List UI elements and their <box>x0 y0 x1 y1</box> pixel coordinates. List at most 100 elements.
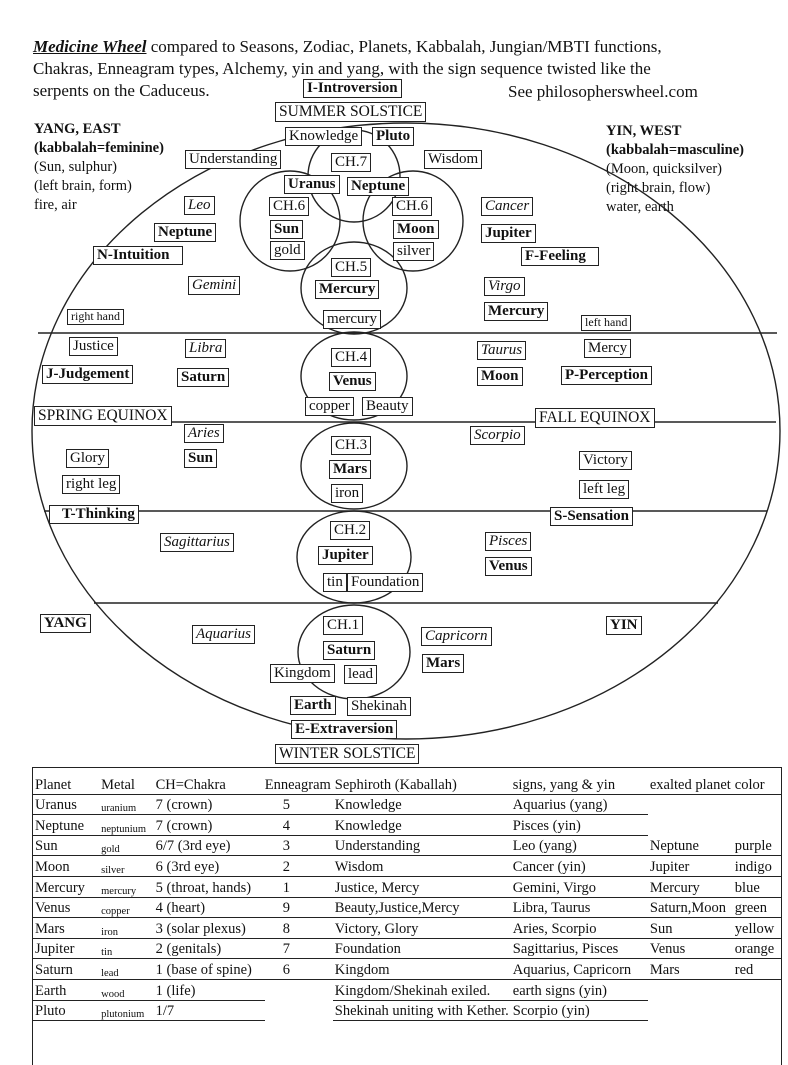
legend-cell-signs: earth signs (yin) <box>510 979 648 1001</box>
legend-cell-metal: gold <box>99 835 154 857</box>
legend-cell-planet: Jupiter <box>33 938 100 960</box>
header-color: color <box>732 774 781 795</box>
label-left-hand: left hand <box>581 315 632 331</box>
label-left-leg: left leg <box>579 480 630 500</box>
chakra-4-circle <box>300 331 408 421</box>
legend-cell-planet: Mercury <box>33 876 100 898</box>
legend-cell-chakra: 5 (throat, hands) <box>153 876 265 898</box>
label-kingdom: Kingdom <box>270 664 335 684</box>
label-sun-ch6: Sun <box>270 220 304 240</box>
label-e-extraversion: E-Extraversion <box>291 720 398 740</box>
label-ch3: CH.3 <box>331 436 372 456</box>
legend-cell-enneagram: 6 <box>264 958 333 980</box>
legend-cell-exalted <box>648 979 733 1000</box>
legend-cell-color: red <box>732 958 781 980</box>
label-moon-ch6: Moon <box>393 220 439 240</box>
legend-cell-signs: Scorpio (yin) <box>510 1000 648 1022</box>
label-gemini: Gemini <box>188 276 241 296</box>
legend-cell-enneagram <box>265 979 333 1000</box>
legend-cell-enneagram: 9 <box>264 897 333 919</box>
chakra-6-right-circle <box>362 170 464 272</box>
label-understanding: Understanding <box>185 150 282 170</box>
title-line-3: serpents on the Caduceus. <box>33 81 210 100</box>
label-earth: Earth <box>290 696 336 716</box>
label-mars-ch3: Mars <box>329 460 372 480</box>
label-t-thinking: T-Thinking <box>49 505 139 525</box>
label-p-perception: P-Perception <box>561 366 653 386</box>
legend-cell-planet: Sun <box>33 835 100 857</box>
header-signs: signs, yang & yin <box>510 774 648 795</box>
label-ch7: CH.7 <box>331 153 372 173</box>
label-aries: Aries <box>184 424 224 444</box>
label-mercury-virgo: Mercury <box>484 302 549 322</box>
yin-note-2: (right brain, flow) <box>606 180 711 196</box>
header-planet: Planet <box>33 774 100 795</box>
title-line-2: Chakras, Enneagram types, Alchemy, yin a… <box>33 59 651 78</box>
legend-cell-signs: Libra, Taurus <box>510 897 648 919</box>
legend-cell-exalted: Venus <box>647 938 733 960</box>
legend-cell-sephiroth: Foundation <box>332 938 511 960</box>
legend-cell-enneagram: 4 <box>264 814 333 836</box>
legend-cell-planet: Uranus <box>33 794 100 816</box>
label-yang: YANG <box>40 614 91 634</box>
label-iron: iron <box>331 484 364 504</box>
label-mercy: Mercy <box>584 339 632 359</box>
legend-cell-signs: Aquarius (yang) <box>510 794 648 816</box>
header-enneagram: Enneagram <box>264 774 333 795</box>
website-link[interactable]: See philosopherswheel.com <box>508 82 698 101</box>
label-ch4: CH.4 <box>331 348 372 368</box>
legend-cell-metal: wood <box>99 979 154 1001</box>
legend-cell-chakra: 1 (base of spine) <box>153 958 265 980</box>
legend-cell-metal: copper <box>99 897 154 919</box>
label-saturn-libra: Saturn <box>177 368 230 388</box>
label-ch6-right: CH.6 <box>392 197 433 217</box>
yin-west-heading: YIN, WEST <box>606 123 682 139</box>
label-i-introversion: I-Introversion <box>303 79 402 99</box>
label-neptune-crown: Neptune <box>347 177 410 197</box>
label-scorpio: Scorpio <box>470 426 525 446</box>
label-s-sensation: S-Sensation <box>550 507 634 527</box>
legend-cell-planet: Earth <box>33 979 100 1001</box>
label-beauty: Beauty <box>362 397 413 417</box>
label-right-leg: right leg <box>62 475 121 495</box>
legend-table: Planet Metal CH=Chakra Enneagram Sephiro… <box>33 774 781 1022</box>
label-pisces: Pisces <box>485 532 532 552</box>
label-capricorn: Capricorn <box>421 627 492 647</box>
label-gold: gold <box>270 241 305 261</box>
legend-cell-color <box>733 1000 781 1021</box>
legend-cell-color <box>733 979 781 1000</box>
label-ch1: CH.1 <box>323 616 364 636</box>
legend-cell-exalted: Mercury <box>647 876 733 898</box>
legend-cell-enneagram: 3 <box>264 835 333 857</box>
legend-header-row: Planet Metal CH=Chakra Enneagram Sephiro… <box>33 774 781 795</box>
legend-cell-enneagram: 2 <box>264 855 333 877</box>
legend-cell-color: green <box>732 897 781 919</box>
header-chakra: CH=Chakra <box>153 774 265 795</box>
legend-cell-color <box>733 794 781 815</box>
label-shekinah: Shekinah <box>347 697 411 717</box>
legend-cell-sephiroth: Kingdom/Shekinah exiled. <box>332 979 511 1001</box>
label-n-intuition: N-Intuition <box>93 246 183 266</box>
legend-cell-chakra: 4 (heart) <box>153 897 265 919</box>
label-jupiter-cancer: Jupiter <box>481 224 536 244</box>
legend-cell-exalted: Jupiter <box>647 855 733 877</box>
legend-cell-chakra: 6/7 (3rd eye) <box>153 835 265 857</box>
legend-cell-sephiroth: Knowledge <box>332 814 511 836</box>
legend-cell-sephiroth: Justice, Mercy <box>332 876 511 898</box>
label-tin: tin <box>323 573 347 593</box>
outer-wheel <box>31 122 781 740</box>
legend-cell-color: yellow <box>732 917 781 939</box>
yin-kabbalah-note: (kabbalah=masculine) <box>606 142 744 158</box>
label-wisdom: Wisdom <box>424 150 483 170</box>
legend-cell-planet: Moon <box>33 855 100 877</box>
legend-cell-metal: plutonium <box>99 1000 154 1022</box>
legend-cell-color: purple <box>732 835 781 857</box>
legend-cell-metal: silver <box>99 855 154 877</box>
chakra-3-circle <box>300 422 408 510</box>
legend-cell-sephiroth: Beauty,Justice,Mercy <box>332 897 511 919</box>
legend-panel: Planet Metal CH=Chakra Enneagram Sephiro… <box>32 767 782 1065</box>
legend-cell-exalted <box>648 794 733 815</box>
